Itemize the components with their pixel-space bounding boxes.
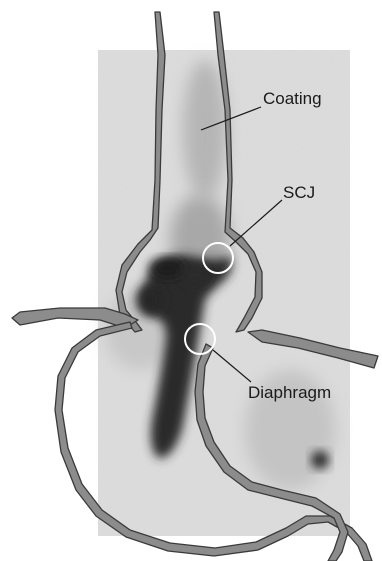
coating-label: Coating bbox=[263, 89, 322, 108]
scj-label: SCJ bbox=[283, 183, 315, 202]
diaphragm-label: Diaphragm bbox=[248, 383, 331, 402]
